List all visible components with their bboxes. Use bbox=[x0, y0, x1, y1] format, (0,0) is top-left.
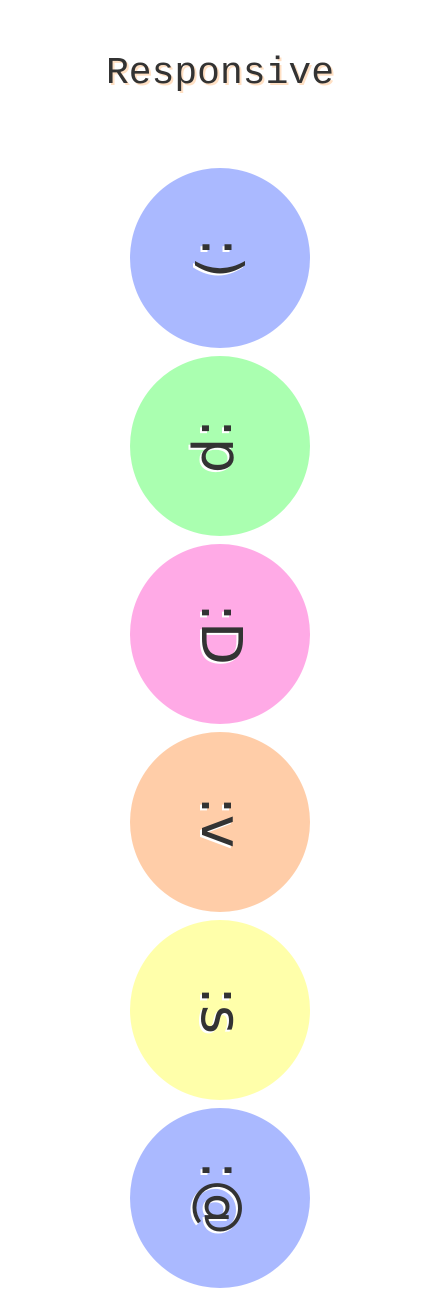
face-circle-smile[interactable]: :) bbox=[130, 168, 310, 348]
face-emoticon: :v bbox=[187, 795, 253, 849]
face-emoticon: :p bbox=[187, 418, 253, 474]
face-emoticon: :) bbox=[188, 237, 253, 279]
face-circle-pacman[interactable]: :v bbox=[130, 732, 310, 912]
face-list: :) :p :D :v :s :@ bbox=[130, 168, 310, 1296]
face-circle-grin[interactable]: :D bbox=[130, 544, 310, 724]
face-emoticon: :@ bbox=[188, 1160, 253, 1236]
face-emoticon: :s bbox=[187, 985, 253, 1035]
face-circle-tongue[interactable]: :p bbox=[130, 356, 310, 536]
face-circle-confused[interactable]: :s bbox=[130, 920, 310, 1100]
face-circle-angry[interactable]: :@ bbox=[130, 1108, 310, 1288]
face-emoticon: :D bbox=[188, 603, 253, 665]
page-title: Responsive bbox=[105, 52, 335, 95]
